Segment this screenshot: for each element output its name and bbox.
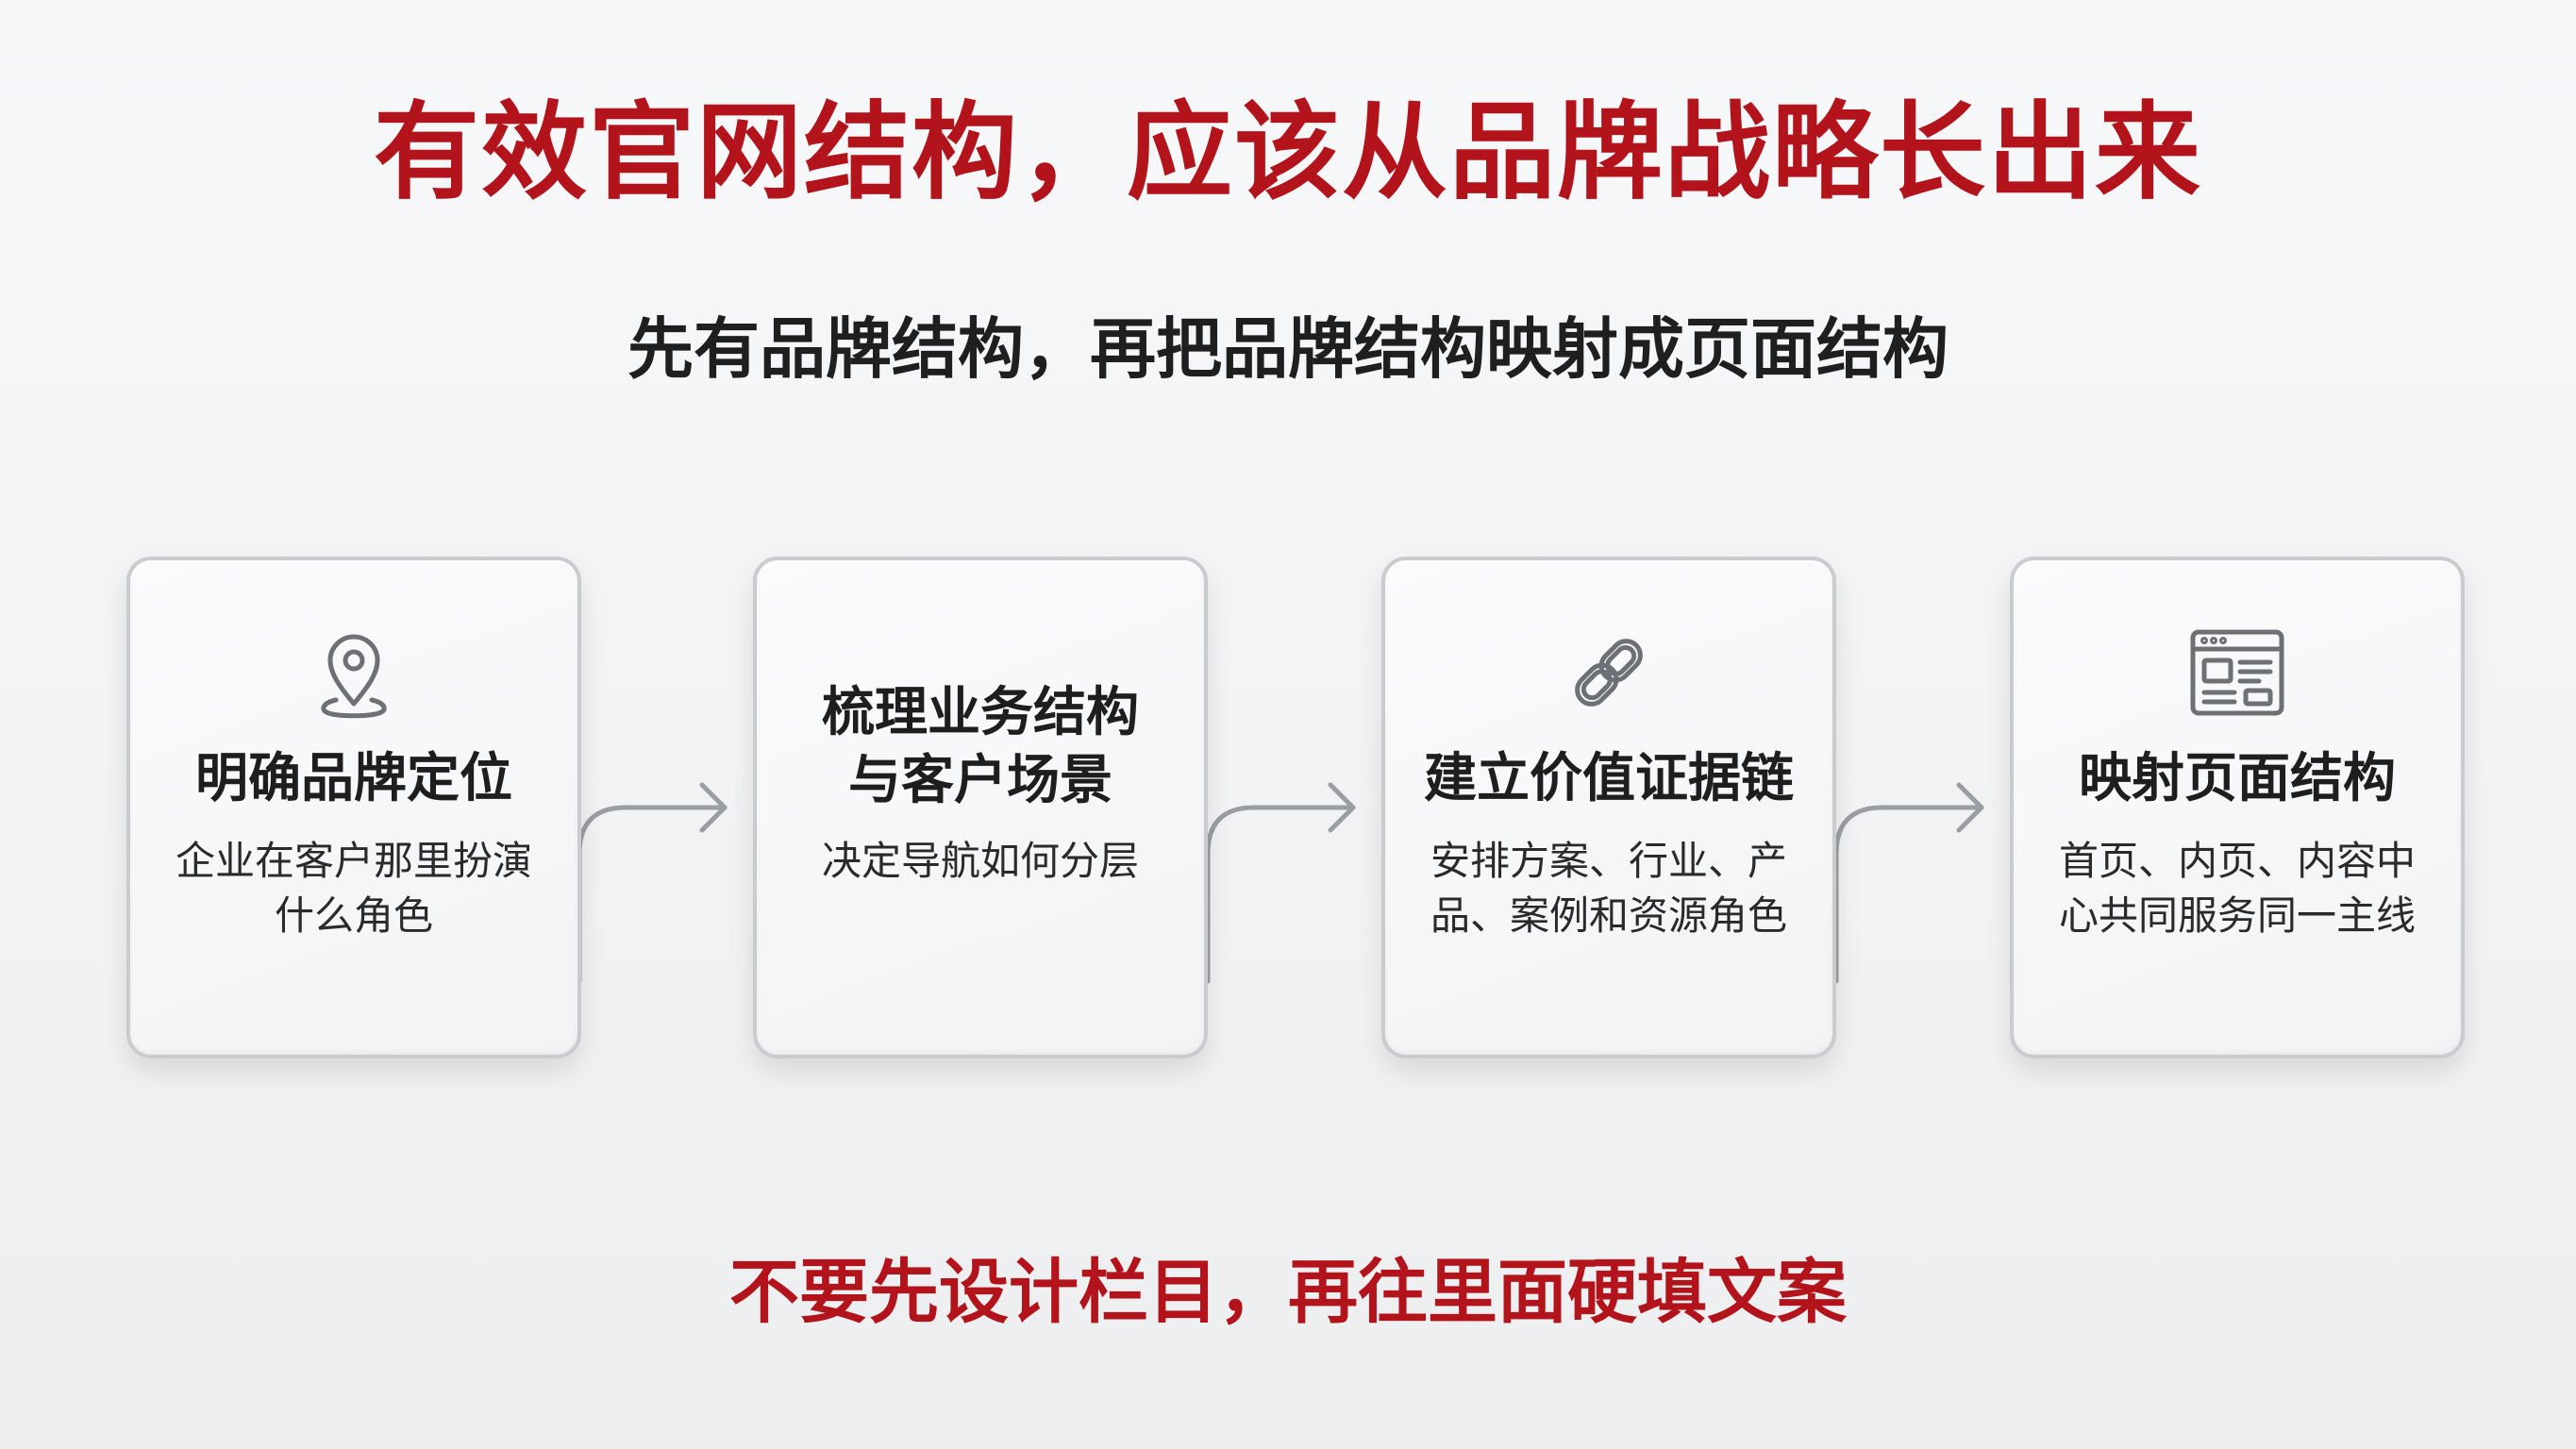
step-2-heading-line-1: 梳理业务结构 [822,682,1139,743]
step-2-heading-line-2: 与客户场景 [848,750,1112,811]
connector-arrow-2 [1205,805,1356,984]
location-pin-icon [321,634,387,719]
step-card-page-mapping: 映射页面结构 首页、内页、内容中 心共同服务同一主线 [2010,557,2465,1058]
step-card-brand-positioning: 明确品牌定位 企业在客户那里扮演 什么角色 [126,557,581,1058]
connector-arrowhead-3 [1956,782,1984,833]
connector-arrowhead-2 [1328,782,1356,833]
step-4-desc-line-1: 首页、内页、内容中 [2058,838,2416,884]
step-3-desc-line-2: 品、案例和资源角色 [1430,892,1787,939]
webpage-layout-icon [2190,629,2284,716]
step-1-desc-line-2: 什么角色 [274,892,433,939]
page-title: 有效官网结构，应该从品牌战略长出来 [374,92,2202,214]
step-1-heading: 明确品牌定位 [195,748,512,809]
page-subtitle: 先有品牌结构，再把品牌结构映射成页面结构 [627,310,1949,388]
connector-arrow-1 [577,805,728,984]
step-3-desc-line-1: 安排方案、行业、产 [1430,838,1787,884]
step-4-desc-line-2: 心共同服务同一主线 [2058,892,2416,939]
step-card-value-evidence: 建立价值证据链 安排方案、行业、产 品、案例和资源角色 [1381,557,1836,1058]
step-2-desc-line-1: 决定导航如何分层 [821,838,1139,884]
step-card-business-structure: 梳理业务结构 与客户场景 决定导航如何分层 [753,557,1208,1058]
connector-arrowhead-1 [699,782,728,833]
link-chain-icon [1575,639,1643,707]
step-1-desc-line-1: 企业在客户那里扮演 [175,838,532,884]
footer-note: 不要先设计栏目，再往里面硬填文案 [729,1252,1847,1333]
connector-arrow-3 [1833,805,1984,984]
step-4-heading: 映射页面结构 [2079,748,2396,809]
step-3-heading: 建立价值证据链 [1424,748,1794,809]
